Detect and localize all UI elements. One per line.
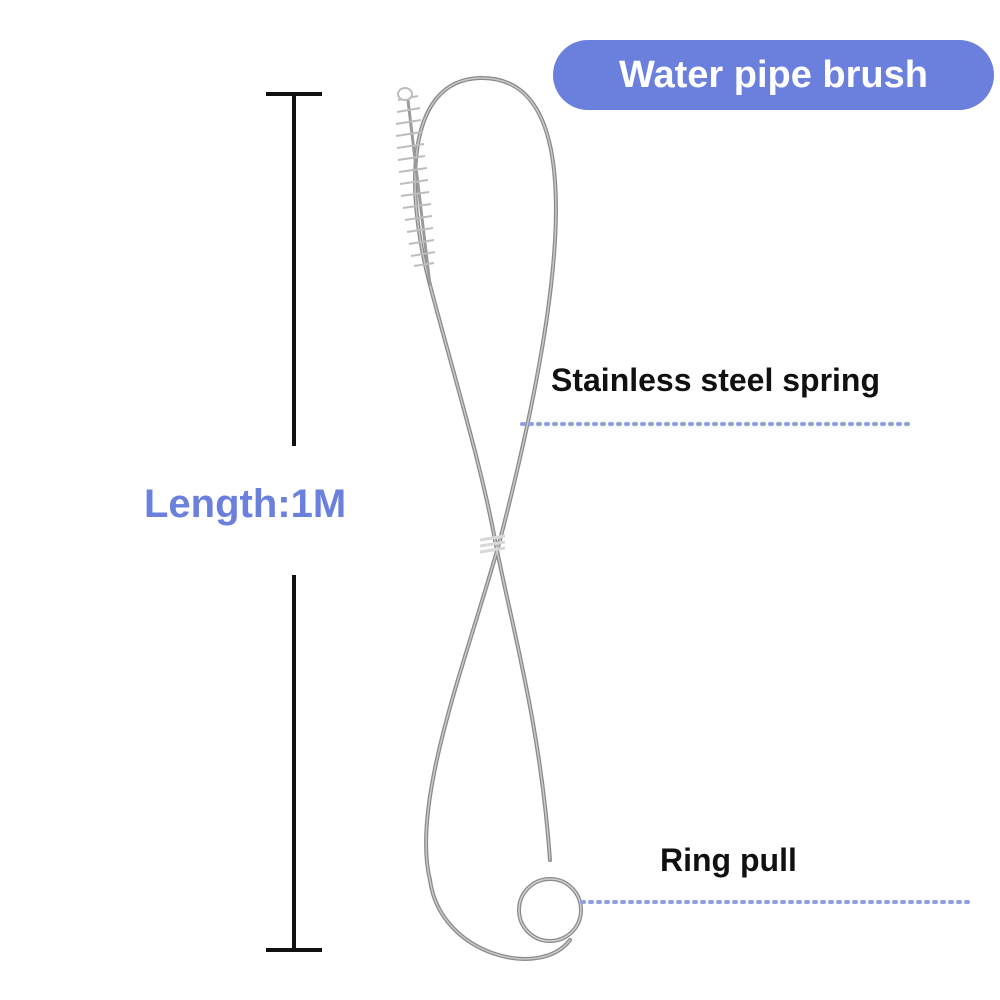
spring-callout-label: Stainless steel spring bbox=[551, 362, 881, 398]
product-title-badge: Water pipe brush bbox=[553, 40, 994, 110]
brush-head bbox=[395, 87, 436, 286]
length-label: Length:1M bbox=[144, 482, 347, 526]
ring-pull-callout-label: Ring pull bbox=[660, 842, 797, 878]
length-dimension-bar bbox=[266, 92, 322, 952]
wire-tie bbox=[479, 534, 506, 554]
